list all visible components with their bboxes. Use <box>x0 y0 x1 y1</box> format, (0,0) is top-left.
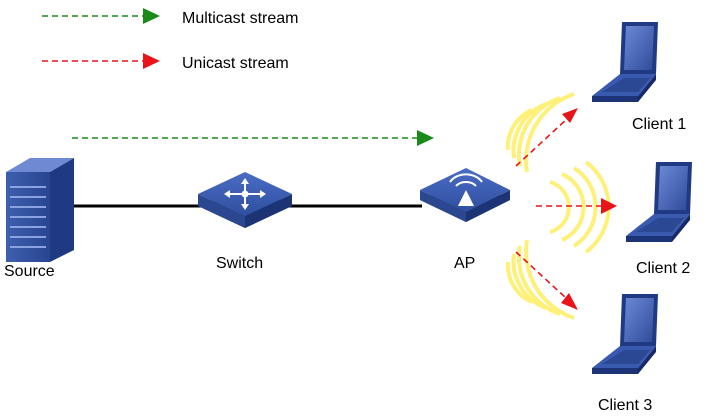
signal-waves-middle <box>549 160 611 254</box>
legend: Multicast stream Unicast stream <box>42 8 298 72</box>
multicast-legend-arrow <box>42 8 160 24</box>
laptop-icon-client1 <box>592 22 658 102</box>
client2-label: Client 2 <box>636 260 690 277</box>
ap-label: AP <box>454 255 475 272</box>
ap-icon <box>420 165 510 222</box>
multicast-legend-label: Multicast stream <box>182 10 298 27</box>
unicast-arrow-client2 <box>536 198 617 214</box>
switch-icon: SWITCH <box>198 172 292 232</box>
signal-waves-upper <box>505 92 575 173</box>
unicast-arrow-client1 <box>515 108 578 167</box>
source-label: Source <box>4 263 55 280</box>
signal-waves-lower <box>505 239 575 320</box>
client3-label: Client 3 <box>598 397 652 414</box>
laptop-icon-client2 <box>626 162 692 242</box>
laptop-icon-client3 <box>592 294 658 374</box>
unicast-legend-label: Unicast stream <box>182 55 289 72</box>
switch-label: Switch <box>216 255 263 272</box>
multicast-flow-arrow <box>72 130 434 146</box>
client1-label: Client 1 <box>632 116 686 133</box>
server-icon <box>6 158 74 262</box>
unicast-arrow-client3 <box>515 251 578 310</box>
unicast-legend-arrow <box>42 53 160 69</box>
